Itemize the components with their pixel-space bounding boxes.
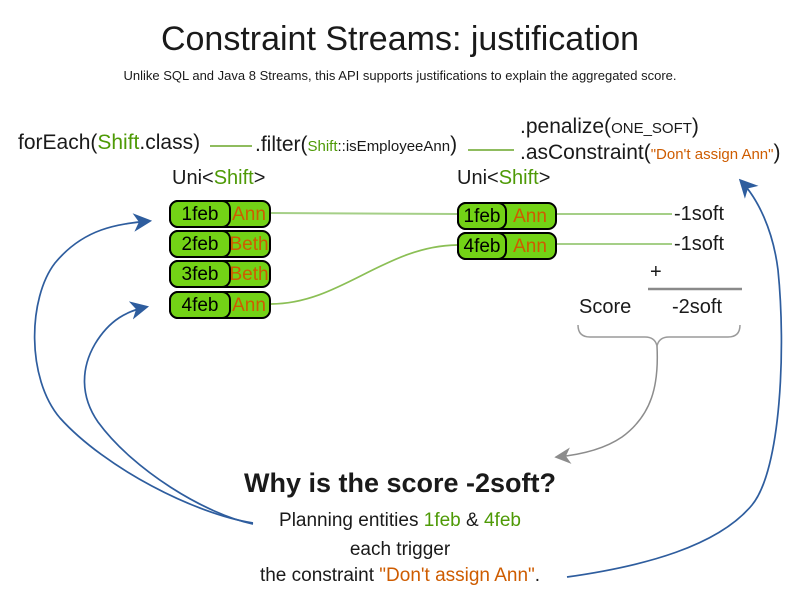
score-label: Score xyxy=(579,296,632,318)
match-score-2: -1soft xyxy=(674,233,725,255)
table-row: 2feb Beth xyxy=(169,230,271,258)
entity-1feb: 1feb xyxy=(423,510,461,531)
date-cell: 3feb xyxy=(169,260,231,288)
page-subtitle: Unlike SQL and Java 8 Streams, this API … xyxy=(123,68,677,83)
constraint-name-text: "Don't assign Ann" xyxy=(379,565,535,586)
curly-brace xyxy=(577,324,741,347)
class-token: Shift xyxy=(97,131,140,154)
why-heading: Why is the score -2soft? xyxy=(243,468,557,498)
one-soft-token: ONE_SOFT xyxy=(611,120,692,137)
why-line-entities: Planning entities 1feb & 4feb xyxy=(279,510,521,531)
code-asconstraint: .asConstraint("Don't assign Ann") xyxy=(520,141,781,164)
page-title: Constraint Streams: justification xyxy=(160,20,640,58)
table-row: 1feb Ann xyxy=(457,202,557,230)
employee-cell: Ann xyxy=(513,236,547,257)
explanation-arrow xyxy=(554,345,659,464)
code-penalize: .penalize(ONE_SOFT) xyxy=(520,115,699,138)
match-score-1: -1soft xyxy=(674,203,725,225)
code-foreach: forEach(Shift.class) xyxy=(18,131,201,154)
class-token: Shift xyxy=(307,138,338,155)
table-row: 1feb Ann xyxy=(169,200,271,228)
table-row: 4feb Ann xyxy=(169,291,271,319)
constraint-name-token: "Don't assign Ann" xyxy=(650,146,774,163)
date-cell: 4feb xyxy=(169,291,231,319)
plus-sign: + xyxy=(650,261,662,283)
employee-cell: Ann xyxy=(513,206,547,227)
connector-4feb-row xyxy=(270,244,458,305)
employee-cell: Ann xyxy=(232,295,266,316)
date-cell: 1feb xyxy=(457,202,507,230)
why-line-constraint: the constraint "Don't assign Ann". xyxy=(259,565,541,586)
uni-shift-label-right: Uni<Shift> xyxy=(457,167,551,189)
table-row: 3feb Beth xyxy=(169,260,271,288)
connector-1feb-row xyxy=(270,212,458,215)
employee-cell: Beth xyxy=(229,234,269,255)
date-cell: 2feb xyxy=(169,230,231,258)
employee-cell: Ann xyxy=(232,204,266,225)
entity-4feb: 4feb xyxy=(483,510,521,531)
uni-shift-label-left: Uni<Shift> xyxy=(172,167,266,189)
table-row: 4feb Ann xyxy=(457,232,557,260)
date-cell: 4feb xyxy=(457,232,507,260)
code-filter: .filter(Shift::isEmployeeAnn) xyxy=(255,133,458,156)
score-total: -2soft xyxy=(672,296,723,318)
date-cell: 1feb xyxy=(169,200,231,228)
why-line-trigger: each trigger xyxy=(349,539,451,560)
employee-cell: Beth xyxy=(229,264,269,285)
